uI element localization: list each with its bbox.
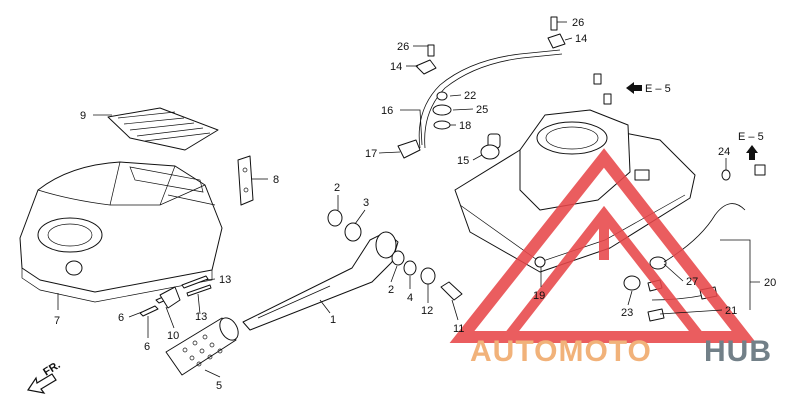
callout-2-upper: 2	[334, 182, 340, 194]
callout-18: 18	[459, 120, 471, 132]
callout-6-lower: 6	[144, 341, 150, 353]
callout-12: 12	[421, 305, 433, 317]
callout-13-upper: 13	[219, 274, 231, 286]
callout-4: 4	[407, 292, 413, 304]
tiller-arm-part1	[242, 231, 399, 331]
direction-label-fr: FR.	[41, 359, 62, 379]
callout-11: 11	[453, 323, 464, 335]
callout-9: 9	[80, 110, 86, 122]
grip-part5	[165, 317, 239, 376]
callout-14-right: 14	[575, 33, 587, 45]
callout-23: 23	[621, 307, 633, 319]
callout-5: 5	[216, 380, 222, 392]
reference-arrow-e5-top	[626, 82, 642, 94]
callout-17: 17	[365, 148, 377, 160]
callout-2-lower: 2	[388, 284, 394, 296]
ref-label-e5-top: E – 5	[645, 83, 671, 95]
callout-14-left: 14	[390, 61, 402, 73]
callout-7: 7	[54, 315, 60, 327]
callout-20: 20	[764, 277, 776, 289]
leader-lines	[57, 21, 760, 378]
throttle-cable-part16	[397, 16, 612, 160]
ref-label-e5-right: E – 5	[738, 131, 764, 143]
callout-27: 27	[686, 276, 698, 288]
callout-13-lower: 13	[195, 311, 207, 323]
watermark: AUTOMOTO HUB	[449, 148, 772, 368]
callout-3: 3	[363, 197, 369, 209]
callout-8: 8	[273, 174, 279, 186]
callout-labels: 1 2 2 3 4 5 6 6 7 8 9 10 11 12 13 13 14 …	[41, 17, 776, 392]
callout-1: 1	[330, 314, 336, 326]
callout-19: 19	[533, 290, 545, 302]
callout-15: 15	[457, 155, 469, 167]
front-direction-arrow	[26, 373, 57, 394]
callout-10: 10	[167, 330, 179, 342]
callout-21: 21	[725, 305, 737, 317]
pins-clip-parts	[139, 275, 212, 317]
engine-cover-part7	[19, 161, 223, 303]
bracket-part8	[237, 155, 254, 206]
callout-26-left: 26	[397, 41, 409, 53]
reference-arrow-e5-right	[746, 145, 758, 160]
bushings-washers	[327, 209, 463, 301]
grille-part9	[107, 107, 219, 151]
callout-22: 22	[464, 90, 476, 102]
watermark-text-automoto: AUTOMOTO	[470, 335, 652, 368]
callout-16: 16	[381, 105, 393, 117]
watermark-triangle	[449, 148, 757, 343]
callout-24: 24	[718, 146, 730, 158]
callout-26-right: 26	[572, 17, 584, 29]
callout-25: 25	[476, 104, 488, 116]
watermark-text-hub: HUB	[704, 335, 772, 368]
callout-6-upper: 6	[118, 312, 124, 324]
